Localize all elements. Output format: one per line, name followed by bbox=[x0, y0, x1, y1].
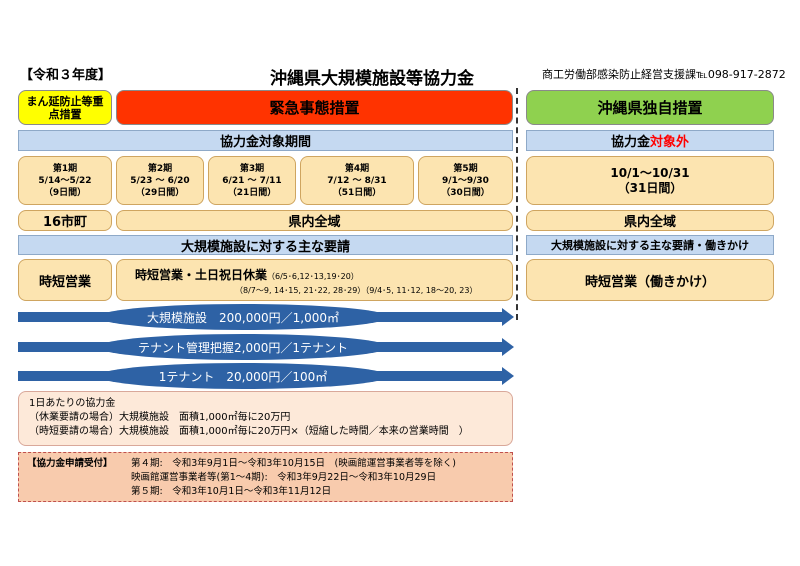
requests-header-right: 大規模施設に対する主な要請・働きかけ bbox=[526, 235, 774, 255]
period-range: 5/14〜5/22 bbox=[38, 175, 92, 186]
request-main-title: 時短営業・土日祝日休業 bbox=[135, 268, 268, 282]
application-line3: 第５期: 令和3年10月1日〜令和3年11月12日 bbox=[131, 486, 332, 497]
page-title: 沖縄県大規模施設等協力金 bbox=[270, 69, 474, 89]
period-range: 5/23 〜 6/20 bbox=[130, 175, 190, 186]
period-header-right-prefix: 協力金 bbox=[610, 135, 650, 150]
period-name: 第3期 bbox=[239, 163, 265, 174]
request-right: 時短営業（働きかけ） bbox=[526, 259, 774, 301]
period-name: 第5期 bbox=[453, 163, 478, 174]
arrow-head bbox=[502, 338, 514, 356]
arrow-large-facility: 大規模施設 200,000円／1,000㎡ bbox=[18, 304, 514, 330]
period-4: 第4期 7/12 〜 8/31 （51日間） bbox=[300, 156, 414, 205]
manenboshi-label: まん延防止等重点措置 bbox=[18, 90, 112, 125]
application-box: 【協力金申請受付】 第４期: 令和3年9月1日〜令和3年10月15日 (映画館運… bbox=[18, 452, 513, 502]
request-main-dates2: （8/7〜9, 14･15, 21･22, 28･29）（9/4･5, 11･1… bbox=[235, 286, 478, 295]
fiscal-year-label: 【令和３年度】 bbox=[20, 68, 112, 83]
period-range: 7/12 〜 8/31 bbox=[327, 175, 387, 186]
area-right: 県内全域 bbox=[526, 210, 774, 231]
period-range: 6/21 〜 7/11 bbox=[222, 175, 282, 186]
period-days: （51日間） bbox=[332, 187, 382, 198]
area-middle: 県内全域 bbox=[116, 210, 513, 231]
arrow-head bbox=[502, 308, 514, 326]
period-outside: 10/1〜10/31 （31日間） bbox=[526, 156, 774, 205]
kinkyu-label: 緊急事態措置 bbox=[116, 90, 513, 125]
period-days: （31日間） bbox=[617, 180, 683, 195]
arrow-label-tenant-management: テナント管理把握2,000円／1テナント bbox=[98, 334, 388, 360]
manenboshi-text: まん延防止等重点措置 bbox=[26, 94, 104, 121]
period-days: （9日間） bbox=[43, 187, 87, 198]
divider-line bbox=[516, 88, 518, 320]
period-days: （29日間） bbox=[135, 187, 185, 198]
period-2: 第2期 5/23 〜 6/20 （29日間） bbox=[116, 156, 204, 205]
period-range: 9/1〜9/30 bbox=[442, 175, 489, 186]
period-name: 第1期 bbox=[52, 163, 78, 174]
period-header-right-highlight: 対象外 bbox=[650, 135, 690, 150]
period-days: （21日間） bbox=[227, 187, 277, 198]
period-name: 第2期 bbox=[147, 163, 173, 174]
period-header-left: 協力金対象期間 bbox=[18, 130, 513, 151]
period-3: 第3期 6/21 〜 7/11 （21日間） bbox=[208, 156, 296, 205]
period-days: （30日間） bbox=[441, 187, 490, 198]
application-line1: 第４期: 令和3年9月1日〜令和3年10月15日 (映画館運営事業者等を除く) bbox=[131, 458, 456, 469]
daily-info-box: 1日あたりの協力金 （休業要請の場合）大規模施設 面積1,000㎡毎に20万円 … bbox=[18, 391, 513, 446]
request-main: 時短営業・土日祝日休業（6/5･6,12･13,19･20） （8/7〜9, 1… bbox=[116, 259, 513, 301]
period-name: 第4期 bbox=[344, 163, 370, 174]
request-first: 時短営業 bbox=[18, 259, 112, 301]
arrow-tenant: 1テナント 20,000円／100㎡ bbox=[18, 363, 514, 389]
period-range: 10/1〜10/31 bbox=[610, 165, 690, 180]
arrow-tenant-management: テナント管理把握2,000円／1テナント bbox=[18, 334, 514, 360]
daily-info-line3: （時短要請の場合）大規模施設 面積1,000㎡毎に20万円×（短縮した時間／本来… bbox=[29, 426, 469, 437]
daily-info-line2: （休業要請の場合）大規模施設 面積1,000㎡毎に20万円 bbox=[29, 412, 291, 423]
period-header-right: 協力金対象外 bbox=[526, 130, 774, 151]
period-1: 第1期 5/14〜5/22 （9日間） bbox=[18, 156, 112, 205]
application-label: 【協力金申請受付】 bbox=[27, 458, 113, 469]
daily-info-line1: 1日あたりの協力金 bbox=[29, 398, 116, 409]
period-5: 第5期 9/1〜9/30 （30日間） bbox=[418, 156, 513, 205]
arrow-label-large-facility: 大規模施設 200,000円／1,000㎡ bbox=[98, 304, 388, 330]
okinawa-own-label: 沖縄県独自措置 bbox=[526, 90, 774, 125]
application-line2: 映画館運営事業者等(第1〜4期): 令和3年9月22日〜令和3年10月29日 bbox=[131, 472, 437, 483]
arrow-label-tenant: 1テナント 20,000円／100㎡ bbox=[98, 363, 388, 389]
requests-header-left: 大規模施設に対する主な要請 bbox=[18, 235, 513, 255]
request-main-dates1: （6/5･6,12･13,19･20） bbox=[267, 272, 359, 281]
area-left: 16市町 bbox=[18, 210, 112, 231]
arrow-head bbox=[502, 367, 514, 385]
contact-info: 商工労働部感染防止経営支援課℡098-917-2872 bbox=[542, 68, 786, 81]
